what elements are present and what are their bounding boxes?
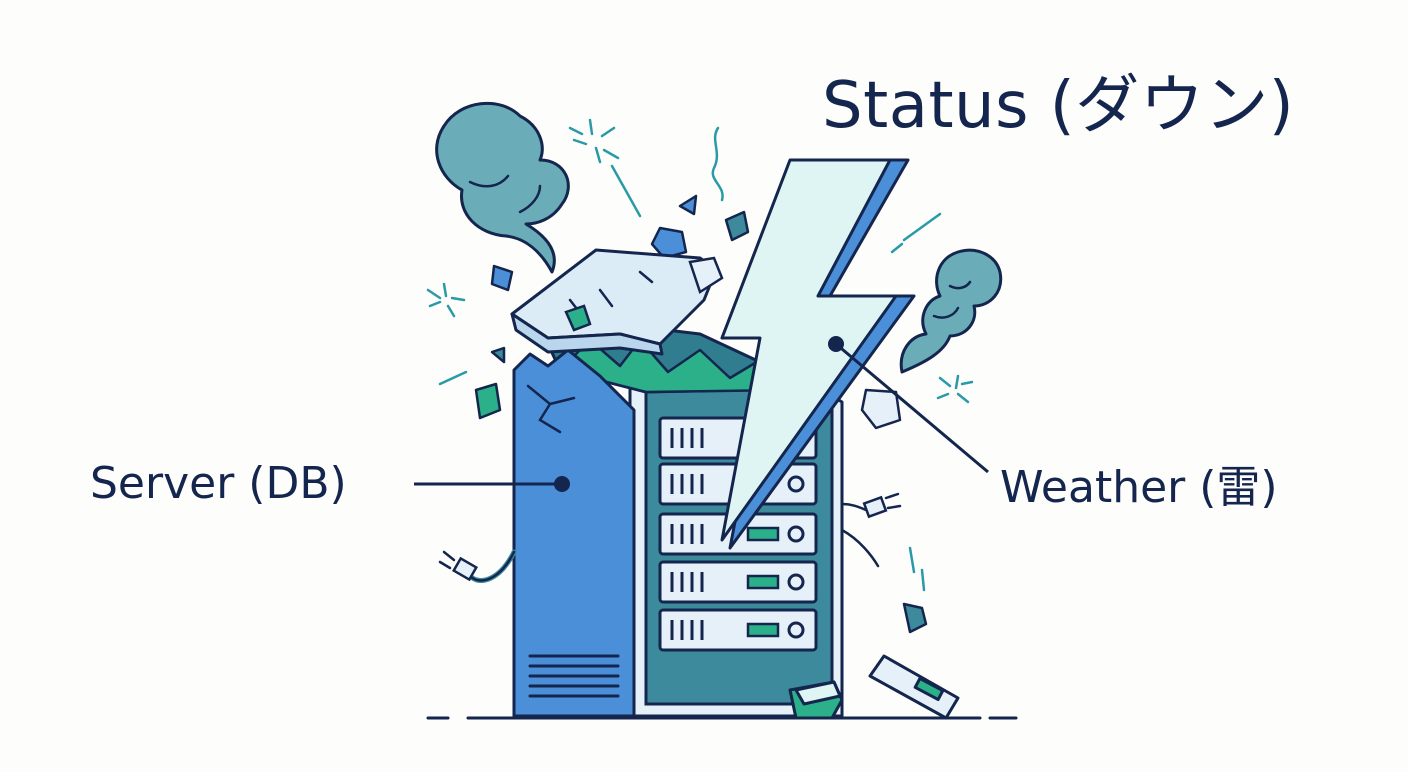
rack-unit	[658, 560, 818, 604]
spark-burst-right	[936, 374, 974, 404]
leader-line-weather	[828, 336, 989, 474]
smoke-cloud-left	[435, 101, 570, 274]
leader-line-server	[414, 476, 570, 492]
ground-debris	[788, 654, 960, 720]
server-label: Server (DB)	[90, 458, 347, 509]
cable-right	[840, 492, 902, 568]
tower-vent	[528, 654, 620, 698]
smoke-cloud-right	[899, 248, 1003, 374]
server-tower	[512, 348, 636, 718]
spark-burst-top	[568, 118, 620, 164]
status-title: Status (ダウン)	[822, 69, 1295, 143]
weather-label: Weather (雷)	[1000, 462, 1278, 513]
spark-burst-left	[426, 282, 466, 318]
lightning-bolt	[720, 158, 916, 550]
rack-unit	[658, 608, 818, 652]
cable-left	[438, 549, 517, 583]
smoke-curl-right	[932, 280, 972, 319]
smoke-curl-left	[468, 174, 542, 214]
broken-lid	[510, 248, 724, 356]
spark-lines	[438, 126, 942, 592]
